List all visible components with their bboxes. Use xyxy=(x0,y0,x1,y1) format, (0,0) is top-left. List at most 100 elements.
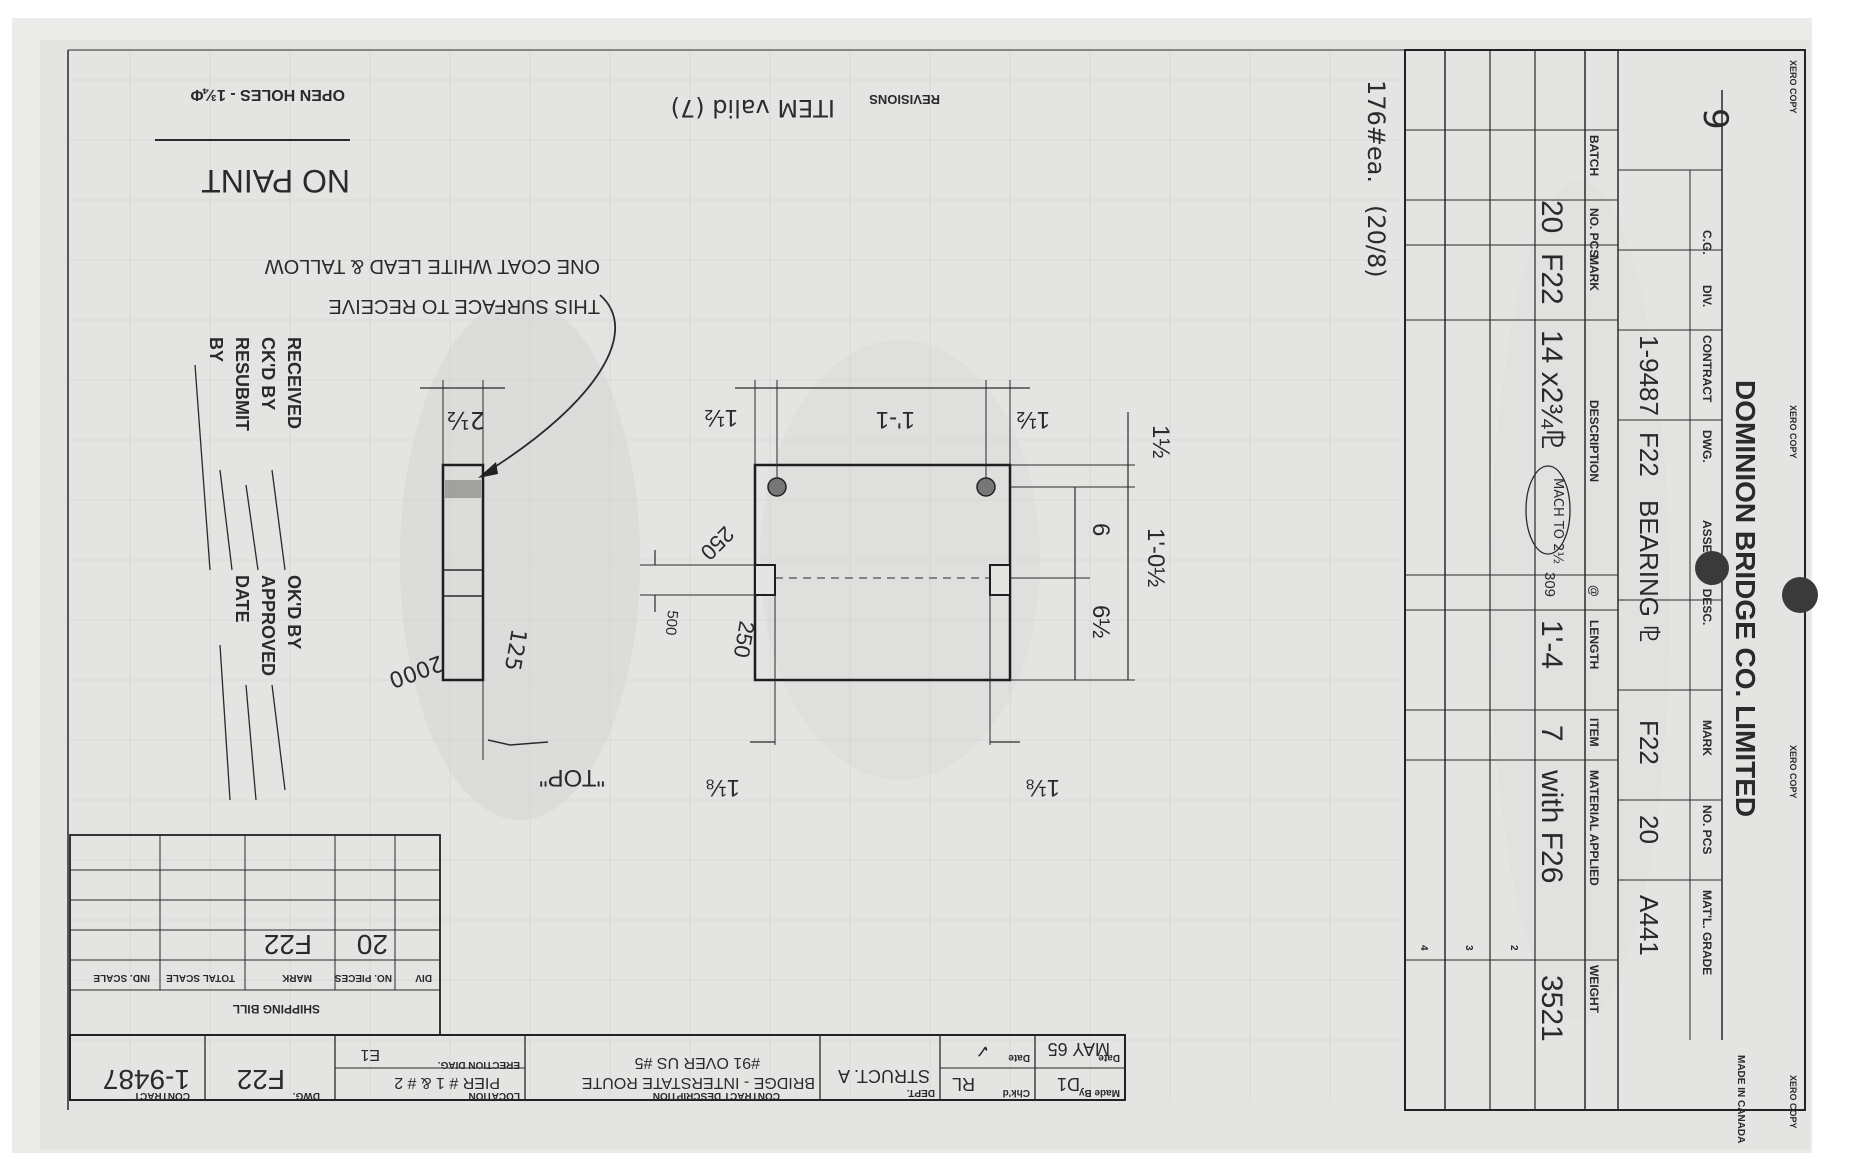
header-cg: C.G. xyxy=(1700,230,1714,255)
label-contract: CONTRACT xyxy=(134,1090,190,1101)
value-dwg: F22 xyxy=(1634,432,1664,477)
value-assembly: BEARING ⅊ xyxy=(1634,500,1664,642)
value-no-pcs: 20 xyxy=(1634,815,1664,844)
approvals-block: RECEIVED CK'D BY RESUBMIT BY OK'D BY APP… xyxy=(194,337,304,801)
bill-material: with F26 xyxy=(1535,769,1568,883)
plate-notch-right xyxy=(989,564,1011,596)
plate-notch-left xyxy=(754,564,776,596)
dwg-value: F22 xyxy=(237,1064,285,1095)
shipping-bill-title: SHIPPING BILL xyxy=(233,1002,320,1016)
bill-header-length: LENGTH xyxy=(1587,620,1601,669)
binder-hole xyxy=(1782,577,1818,613)
bill-header-batch: BATCH xyxy=(1587,135,1601,176)
bill-headers: BATCH NO. PCS. MARK DESCRIPTION @ LENGTH… xyxy=(1587,135,1601,1014)
bill-header-at: @ xyxy=(1587,585,1601,597)
surface-note-2: ONE COAT WHITE LEAD & TALLOW xyxy=(265,255,600,277)
ship-mark: F22 xyxy=(264,929,312,960)
dim-hole-spacing: 1'-1 xyxy=(876,406,915,433)
value-mark: F22 xyxy=(1634,720,1664,765)
approved-label: APPROVED xyxy=(258,575,278,676)
bevel-note-mid: 500 xyxy=(662,610,681,636)
dept-value: STRUCT. A xyxy=(838,1066,930,1086)
header-contract: CONTRACT xyxy=(1700,335,1714,403)
painted-surface xyxy=(445,480,481,498)
open-hole xyxy=(767,477,787,497)
ship-header-total-scale: TOTAL SCALE xyxy=(166,972,235,983)
xerox-stamps: XERO COPY XERO COPY XERO COPY XERO COPY xyxy=(1788,60,1798,1129)
footer-title-strip: Made By Date Chk'd Date DEPT. CONTRACT D… xyxy=(69,1034,1126,1101)
row-number-3: 3 xyxy=(1463,945,1474,951)
received-label: RECEIVED xyxy=(284,337,304,429)
label-erection: ERECTION DIAG. xyxy=(438,1059,520,1070)
contract-desc-line2: #91 OVER US #5 xyxy=(635,1054,761,1071)
mach-note-circle xyxy=(1525,465,1571,555)
date-value: MAY 65 xyxy=(1048,1039,1110,1059)
header-mark: MARK xyxy=(1700,720,1714,756)
header-div: DIV. xyxy=(1700,285,1714,307)
xerox-stamp: XERO COPY xyxy=(1788,405,1798,459)
ship-pieces: 20 xyxy=(357,929,388,960)
open-holes-note: OPEN HOLES - 1¾Φ xyxy=(191,86,346,103)
ship-header-pieces: NO. PIECES xyxy=(334,972,392,983)
bill-header-material: MATERIAL APPLIED xyxy=(1587,770,1601,886)
end-view-outline xyxy=(441,463,485,682)
header-dwg: DWG. xyxy=(1700,430,1714,463)
bill-header-mark: MARK xyxy=(1587,255,1601,291)
label-dwg: DWG. xyxy=(293,1090,320,1101)
shipping-bill: SHIPPING BILL DIV NO. PIECES MARK TOTAL … xyxy=(69,834,441,1036)
title-block-values: 1-9487 F22 BEARING ⅊ F22 20 A441 xyxy=(1634,335,1664,956)
bill-row: 20 F22 14 x2¾⅊ 309 1'-4 7 with F26 3521 xyxy=(1535,200,1568,1042)
dim-notch-right: 1⅛ xyxy=(1026,774,1060,801)
dim-upper-half: 6 xyxy=(1087,523,1114,536)
label-location: LOCATION xyxy=(469,1090,520,1101)
bill-mark: F22 xyxy=(1535,253,1568,305)
label-date: Date xyxy=(1098,1052,1120,1063)
erection-value: E1 xyxy=(360,1046,380,1063)
dim-hole-edge-left: 1½ xyxy=(705,404,738,431)
label-made-by: Made By xyxy=(1078,1087,1120,1098)
made-by-value: D1 xyxy=(1057,1074,1080,1094)
page-number: 9 xyxy=(1695,108,1735,130)
batch-note: (20/8) xyxy=(1362,205,1390,278)
bill-header-item: ITEM xyxy=(1587,718,1601,747)
location-value: PIER # 1 & # 2 xyxy=(394,1074,500,1091)
no-paint-note: NO PAINT xyxy=(201,163,350,199)
revision-text: ITEM valid (7) xyxy=(671,94,835,122)
dim-plate-width: 1'-0½ xyxy=(1142,528,1169,587)
made-in-label: MADE IN CANADA xyxy=(1735,1055,1746,1143)
binder-hole xyxy=(1695,551,1729,585)
open-hole xyxy=(976,477,996,497)
bill-length: 1'-4 xyxy=(1535,620,1568,669)
title-block-headers: C.G. DIV. CONTRACT DWG. ASSEMBLY DESC. M… xyxy=(1700,230,1714,975)
dim-lower-half: 6½ xyxy=(1087,605,1114,638)
ship-header-ind-scale: IND. SCALE xyxy=(93,972,150,983)
top-label: "TOP" xyxy=(539,764,605,791)
bill-header-pcs: NO. PCS. xyxy=(1587,208,1601,261)
bill-item: 7 xyxy=(1535,725,1568,742)
row-number-4: 4 xyxy=(1418,945,1429,951)
value-matl-grade: A441 xyxy=(1634,895,1664,956)
date2-value: ✓ xyxy=(975,1041,990,1061)
bill-header-weight: WEIGHT xyxy=(1587,965,1601,1014)
contract-desc-line1: BRIDGE - INTERSTATE ROUTE xyxy=(582,1074,815,1091)
label-contract-desc: CONTRACT DESCRIPTION xyxy=(653,1090,780,1101)
row-number-2: 2 xyxy=(1508,945,1519,951)
bill-of-material: DOMINION BRIDGE CO. LIMITED MADE IN CANA… xyxy=(1362,49,1818,1143)
xerox-stamp: XERO COPY xyxy=(1788,1075,1798,1129)
ship-header-mark: MARK xyxy=(281,972,312,983)
surface-note-1: THIS SURFACE TO RECEIVE xyxy=(328,295,600,317)
bill-at: 309 xyxy=(1541,572,1558,597)
bearing-plate-elevation: 1½ 1'-1 1½ 1½ 1'-0½ 6 6½ 1⅛ 1⅛ 250 250 5… xyxy=(640,380,1174,801)
header-no-pcs: NO. PCS xyxy=(1700,805,1714,854)
okd-by-label: OK'D BY xyxy=(284,575,304,649)
ship-header-div: DIV xyxy=(415,972,432,983)
company-name: DOMINION BRIDGE CO. LIMITED xyxy=(1730,380,1761,817)
grid-lines xyxy=(70,50,1400,1100)
by-label: BY xyxy=(206,337,226,362)
mach-note: MACH TO 2½ xyxy=(1550,478,1565,564)
weight-note: 176#ea. xyxy=(1362,80,1390,183)
dim-plate-thickness: 2½ xyxy=(446,406,485,434)
contract-value: 1-9487 xyxy=(103,1064,190,1095)
xerox-stamp: XERO COPY xyxy=(1788,60,1798,114)
